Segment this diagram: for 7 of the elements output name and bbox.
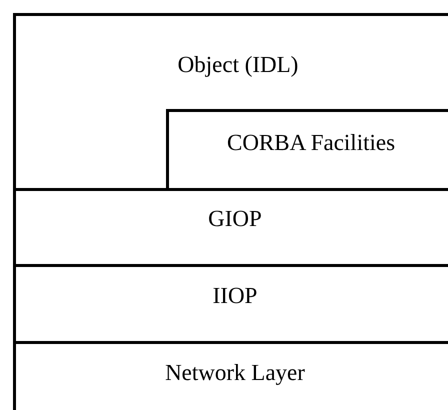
layer-label: Object (IDL) [178, 52, 298, 78]
layer-label: CORBA Facilities [226, 130, 396, 156]
layer-box [166, 109, 448, 191]
layer-label: GIOP [208, 206, 262, 232]
layer-box [13, 13, 448, 191]
layer-label: Network Layer [165, 360, 305, 386]
layer-label: IIOP [212, 283, 258, 309]
